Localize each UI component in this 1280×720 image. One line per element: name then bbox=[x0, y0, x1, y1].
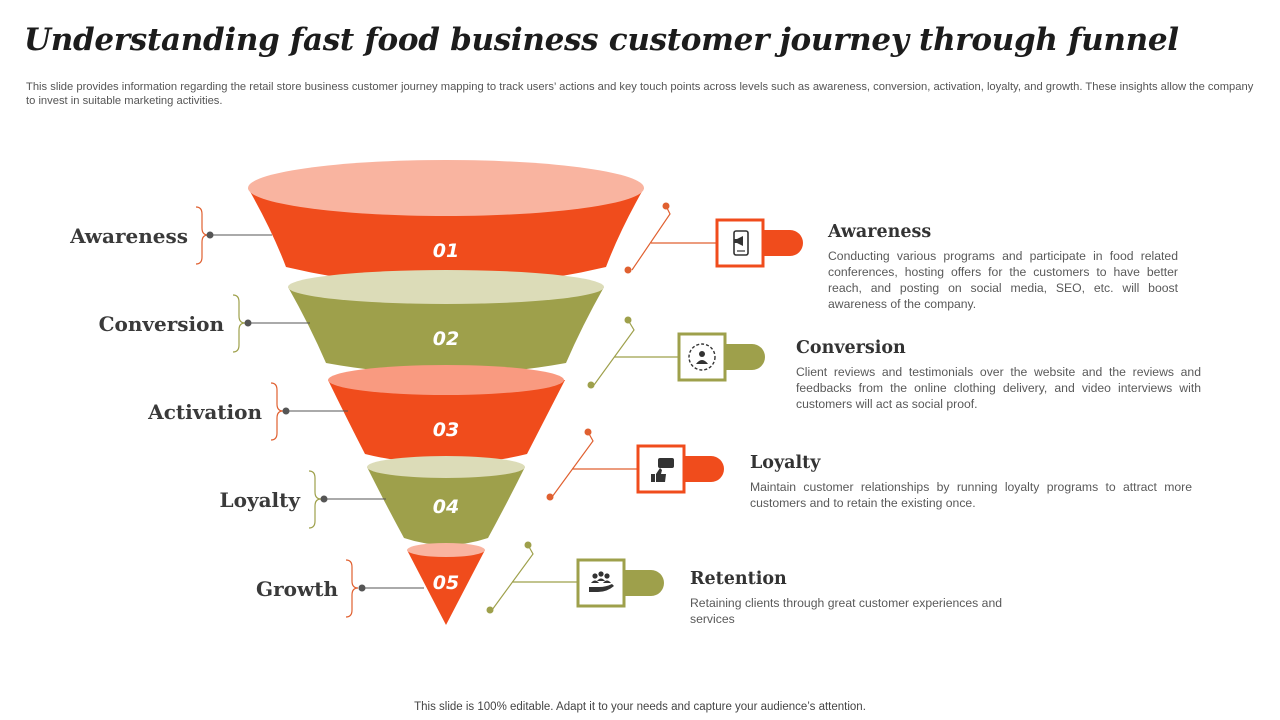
detail-conversion-title: Conversion bbox=[796, 338, 906, 358]
svg-text:Activation: Activation bbox=[147, 400, 262, 424]
footer-note: This slide is 100% editable. Adapt it to… bbox=[414, 701, 866, 713]
detail-loyalty-text: Maintain customer relationships by runni… bbox=[750, 480, 1192, 510]
icon-box-retention[interactable] bbox=[576, 558, 664, 608]
funnel-layer-5[interactable]: 05 bbox=[407, 543, 485, 625]
detail-awareness: Awareness Conducting various programs an… bbox=[828, 222, 1178, 312]
funnel-layer-1[interactable]: 01 bbox=[248, 160, 644, 286]
funnel-number-4: 04 bbox=[433, 496, 459, 518]
svg-text:Awareness: Awareness bbox=[69, 224, 188, 248]
funnel-number-1: 01 bbox=[433, 240, 459, 262]
funnel-number-3: 03 bbox=[433, 419, 459, 441]
icon-box-conversion[interactable] bbox=[677, 332, 765, 382]
funnel-number-2: 02 bbox=[433, 328, 459, 350]
stage-label-awareness: Awareness bbox=[69, 206, 272, 265]
detail-loyalty: Loyalty Maintain customer relationships … bbox=[750, 453, 1192, 511]
stage-label-activation: Activation bbox=[147, 382, 348, 441]
detail-loyalty-title: Loyalty bbox=[750, 453, 821, 473]
icon-box-loyalty[interactable] bbox=[636, 444, 724, 494]
connector-awareness bbox=[624, 202, 718, 274]
icon-box-awareness[interactable] bbox=[715, 218, 803, 268]
funnel-layer-2[interactable]: 02 bbox=[288, 270, 604, 374]
connector-loyalty bbox=[546, 428, 639, 501]
detail-awareness-text: Conducting various programs and particip… bbox=[828, 249, 1178, 311]
detail-retention-text: Retaining clients through great customer… bbox=[690, 596, 1002, 626]
page-title: Understanding fast food business custome… bbox=[24, 22, 1179, 58]
stage-label-conversion: Conversion bbox=[99, 294, 310, 353]
hand-people-icon bbox=[589, 571, 614, 592]
svg-text:Growth: Growth bbox=[256, 577, 338, 601]
detail-retention-title: Retention bbox=[690, 569, 787, 589]
svg-text:Loyalty: Loyalty bbox=[220, 488, 302, 512]
mobile-marketing-icon bbox=[733, 230, 749, 256]
connector-retention bbox=[486, 541, 579, 614]
stage-label-growth: Growth bbox=[256, 559, 424, 618]
funnel-layer-3[interactable]: 03 bbox=[328, 365, 565, 464]
user-network-icon bbox=[688, 343, 716, 371]
funnel-number-5: 05 bbox=[433, 572, 459, 594]
detail-conversion: Conversion Client reviews and testimonia… bbox=[796, 338, 1201, 412]
svg-text:Conversion: Conversion bbox=[99, 312, 225, 336]
connector-conversion bbox=[587, 316, 679, 389]
thumbs-up-chat-icon bbox=[651, 458, 674, 482]
page-subtitle: This slide provides information regardin… bbox=[26, 81, 1254, 107]
stage-label-loyalty: Loyalty bbox=[220, 470, 386, 529]
detail-awareness-title: Awareness bbox=[828, 222, 932, 242]
detail-retention: Retention Retaining clients through grea… bbox=[690, 569, 1002, 627]
funnel-layer-4[interactable]: 04 bbox=[367, 456, 525, 545]
detail-conversion-text: Client reviews and testimonials over the… bbox=[796, 365, 1201, 411]
